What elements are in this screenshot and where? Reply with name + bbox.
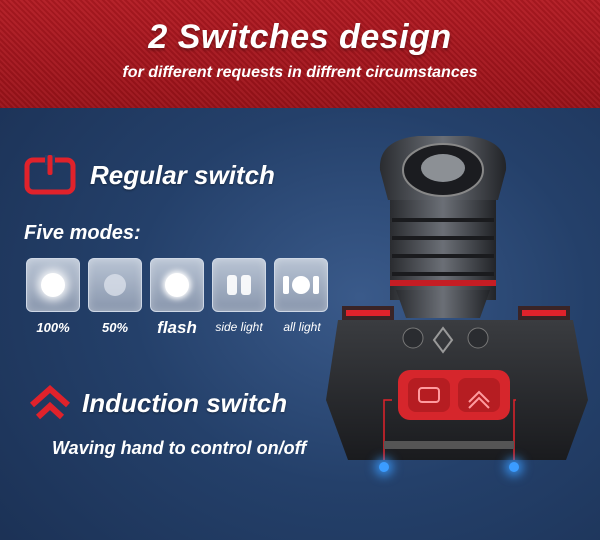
mode-label: side light: [215, 320, 263, 334]
power-icon: [24, 155, 76, 195]
mode-flash-box: [150, 258, 204, 312]
banner-subtitle: for different requests in diffrent circu…: [122, 64, 478, 81]
regular-switch-title: Regular switch: [90, 159, 275, 190]
banner-title: 2 Switches design: [148, 18, 452, 56]
flash-dot-icon: [165, 273, 189, 297]
regular-switch-heading: Regular switch: [24, 155, 275, 195]
sensor-indicator-right: [509, 462, 519, 472]
side-light-icon: [227, 275, 251, 295]
chevron-up-icon: [30, 385, 70, 420]
mode-side-light-box: [212, 258, 266, 312]
induction-switch-heading: Induction switch: [28, 385, 287, 421]
mode-label: 100%: [36, 320, 70, 335]
mode-50-box: [88, 258, 142, 312]
all-light-icon: [283, 276, 319, 294]
header-banner: 2 Switches design for different requests…: [0, 0, 600, 108]
dim-dot-icon: [104, 274, 126, 296]
bright-dot-icon: [41, 273, 65, 297]
mode-all-light-box: [274, 258, 328, 312]
mode-label: all light: [283, 320, 321, 334]
sensor-indicator-left: [379, 462, 389, 472]
five-modes-heading: Five modes:: [24, 222, 141, 244]
mode-label: 50%: [101, 320, 129, 335]
induction-switch-title: Induction switch: [82, 387, 288, 418]
mode-label: flash: [157, 318, 197, 337]
mode-list: 100% 50% flash side light all light: [26, 258, 336, 348]
headlamp-image: [326, 136, 588, 460]
mode-100-box: [26, 258, 80, 312]
induction-description: Waving hand to control on/off: [52, 438, 307, 458]
